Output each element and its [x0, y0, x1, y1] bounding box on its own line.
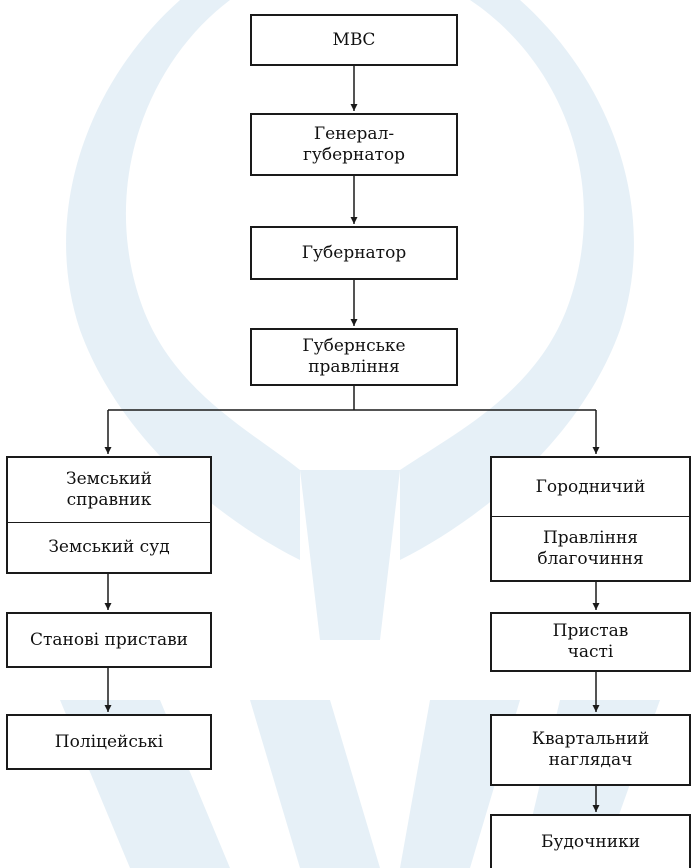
node-gorodnichy-label: Городничий [535, 476, 646, 497]
node-blagochinia-label: Правління благочиння [537, 527, 644, 569]
node-gen-gov-label: Генерал- губернатор [302, 123, 406, 165]
node-pristav-label: Пристав часті [552, 621, 629, 662]
node-budochniki-label: Будочники [540, 831, 641, 852]
node-police-label: Поліцейські [54, 731, 164, 752]
node-blagochinia: Правління благочиння [492, 517, 689, 580]
node-zemsky-ispravnik: Земський справник [8, 458, 210, 522]
node-gen-gov: Генерал- губернатор [250, 113, 458, 176]
node-stanovi: Станові пристави [6, 612, 212, 668]
gorodnichy-divider [492, 516, 689, 517]
node-governor: Губернатор [250, 226, 458, 280]
node-zemsky-ispravnik-label: Земський справник [66, 469, 152, 510]
node-mvs-label: МВС [332, 29, 376, 50]
node-gub-board: Губернське правління [250, 328, 458, 386]
node-stanovi-label: Станові пристави [29, 629, 189, 650]
zemsky-divider [8, 522, 210, 523]
node-kvartalny: Квартальний наглядач [490, 714, 691, 786]
node-mvs: МВС [250, 14, 458, 66]
node-kvartalny-label: Квартальний наглядач [531, 729, 650, 770]
node-governor-label: Губернатор [301, 242, 407, 263]
node-zemsky-court-label: Земський суд [48, 537, 170, 557]
node-pristav: Пристав часті [490, 612, 691, 672]
node-budochniki: Будочники [490, 814, 691, 868]
node-police: Поліцейські [6, 714, 212, 770]
node-zemsky-court: Земський суд [8, 523, 210, 572]
node-gorodnichy-group: Городничий Правління благочиння [490, 456, 691, 582]
node-gorodnichy: Городничий [492, 458, 689, 516]
node-zemsky-group: Земський справник Земський суд [6, 456, 212, 574]
node-gub-board-label: Губернське правління [302, 336, 406, 377]
